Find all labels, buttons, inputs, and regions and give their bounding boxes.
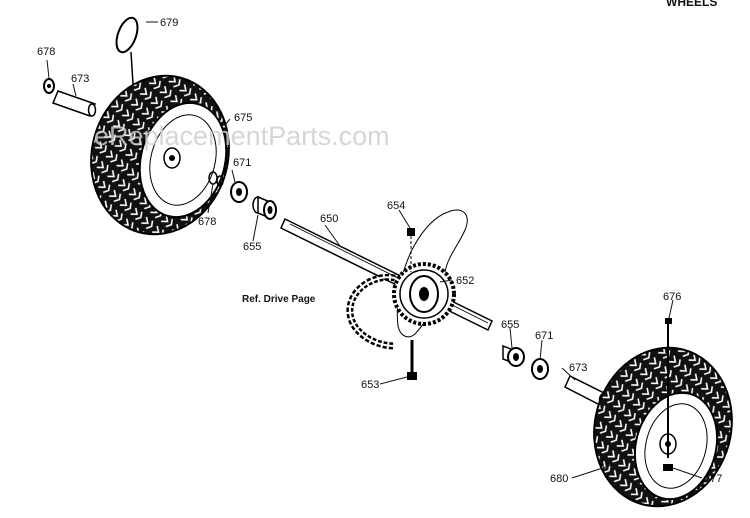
callout-673-right: 673 [569, 362, 587, 374]
watermark: eReplacementParts.com [94, 121, 390, 151]
axle-pin-673-left [52, 90, 97, 117]
ring-pin-679 [115, 16, 139, 85]
bolt-653 [407, 340, 417, 380]
callout-678-right: 678 [198, 216, 216, 228]
left-wheel [90, 74, 230, 236]
callout-675: 675 [234, 112, 252, 124]
callout-652: 652 [456, 275, 474, 287]
callout-654: 654 [387, 200, 405, 212]
leader-lines [46, 21, 703, 479]
callout-labels: 679 678 673 675 671 678 655 650 654 652 … [37, 17, 722, 485]
callout-673-left: 673 [71, 73, 89, 85]
washer-671-right [531, 358, 549, 380]
callout-671-left: 671 [233, 157, 251, 169]
callout-671-right: 671 [535, 330, 553, 342]
callout-680: 680 [550, 473, 568, 485]
callout-679: 679 [160, 17, 178, 29]
reference-drive-page: Ref. Drive Page [242, 294, 316, 305]
callout-677: 677 [704, 473, 722, 485]
header-title: WHEELS [666, 0, 717, 9]
callout-676: 676 [663, 291, 681, 303]
bushing-655-left [252, 195, 277, 220]
clip-678-left [43, 78, 55, 94]
drive-chain [346, 273, 396, 350]
right-wheel [593, 346, 733, 508]
nut-677 [663, 464, 673, 471]
bolt-676 [665, 318, 672, 458]
washer-671-left [230, 181, 248, 203]
callout-655-left: 655 [243, 241, 261, 253]
bushing-655-right [502, 344, 525, 367]
bolt-654 [407, 228, 415, 272]
callout-655-right: 655 [501, 319, 519, 331]
sprocket-652 [392, 262, 456, 326]
callout-650: 650 [320, 213, 338, 225]
callout-653: 653 [361, 379, 379, 391]
callout-678-left: 678 [37, 46, 55, 58]
